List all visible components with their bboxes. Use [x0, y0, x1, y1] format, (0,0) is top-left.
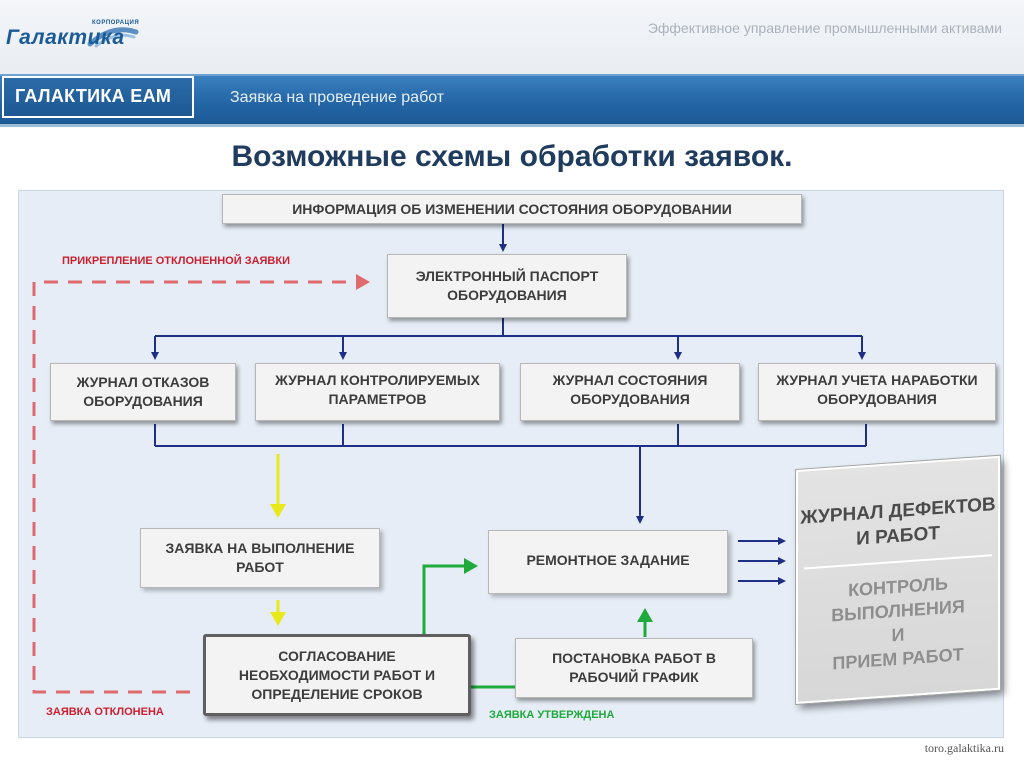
- logo-name: Галактика: [6, 26, 125, 49]
- label-request-approved: ЗАЯВКА УТВЕРЖДЕНА: [489, 709, 615, 721]
- passport-box: ЭЛЕКТРОННЫЙ ПАСПОРТ ОБОРУДОВАНИЯ: [387, 254, 627, 318]
- info-box: ИНФОРМАЦИЯ ОБ ИЗМЕНЕНИИ СОСТОЯНИЯ ОБОРУД…: [222, 194, 802, 224]
- schedule-box: ПОСТАНОВКА РАБОТ В РАБОЧИЙ ГРАФИК: [515, 638, 753, 698]
- footer-url: toro.galaktika.ru: [924, 741, 1004, 755]
- control-acceptance-title: КОНТРОЛЬ ВЫПОЛНЕНИЯ И ПРИЕМ РАБОТ: [831, 573, 965, 674]
- logo-corp-text: КОРПОРАЦИЯ: [92, 20, 140, 26]
- brand-box: [2, 76, 194, 118]
- repair-to-defects-arrows: [738, 537, 786, 585]
- defects-control-board: ЖУРНАЛ ДЕФЕКТОВ И РАБОТ КОНТРОЛЬ ВЫПОЛНЕ…: [795, 454, 1001, 706]
- banner-subtitle: Заявка на проведение работ: [230, 89, 445, 106]
- logs-to-repair-connector: [154, 424, 867, 524]
- passport-to-logs-connector: [151, 318, 866, 360]
- approval-box: СОГЛАСОВАНИЕ НЕОБХОДИМОСТИ РАБОТ И ОПРЕД…: [203, 634, 471, 716]
- page-title: Возможные схемы обработки заявок.: [231, 140, 793, 173]
- brand-title: ГАЛАКТИКА EAM: [15, 86, 172, 106]
- green-arrow-approval-to-repair: [422, 558, 478, 636]
- label-request-rejected: ЗАЯВКА ОТКЛОНЕНА: [46, 706, 164, 718]
- logo: [40, 22, 190, 68]
- header-strip: [0, 0, 1024, 74]
- logo-swoosh-icon: [87, 27, 139, 48]
- defects-log-title: ЖУРНАЛ ДЕФЕКТОВ И РАБОТ: [800, 494, 996, 550]
- runtime-log-box: ЖУРНАЛ УЧЕТА НАРАБОТКИ ОБОРУДОВАНИЯ: [758, 363, 996, 421]
- params-log-box: ЖУРНАЛ КОНТРОЛИРУЕМЫХ ПАРАМЕТРОВ: [255, 363, 500, 421]
- state-log-box: ЖУРНАЛ СОСТОЯНИЯ ОБОРУДОВАНИЯ: [520, 363, 740, 421]
- rejected-dashed-loop: [32, 274, 370, 694]
- tagline: Эффективное управление промышленными акт…: [647, 20, 1002, 36]
- work-request-box: ЗАЯВКА НА ВЫПОЛНЕНИЕ РАБОТ: [140, 528, 380, 588]
- failures-log-box: ЖУРНАЛ ОТКАЗОВ ОБОРУДОВАНИЯ: [50, 363, 236, 421]
- label-reattach-rejected: ПРИКРЕПЛЕНИЕ ОТКЛОНЕННОЙ ЗАЯВКИ: [62, 255, 290, 267]
- board-divider: [804, 554, 992, 570]
- repair-task-box: РЕМОНТНОЕ ЗАДАНИЕ: [488, 530, 728, 594]
